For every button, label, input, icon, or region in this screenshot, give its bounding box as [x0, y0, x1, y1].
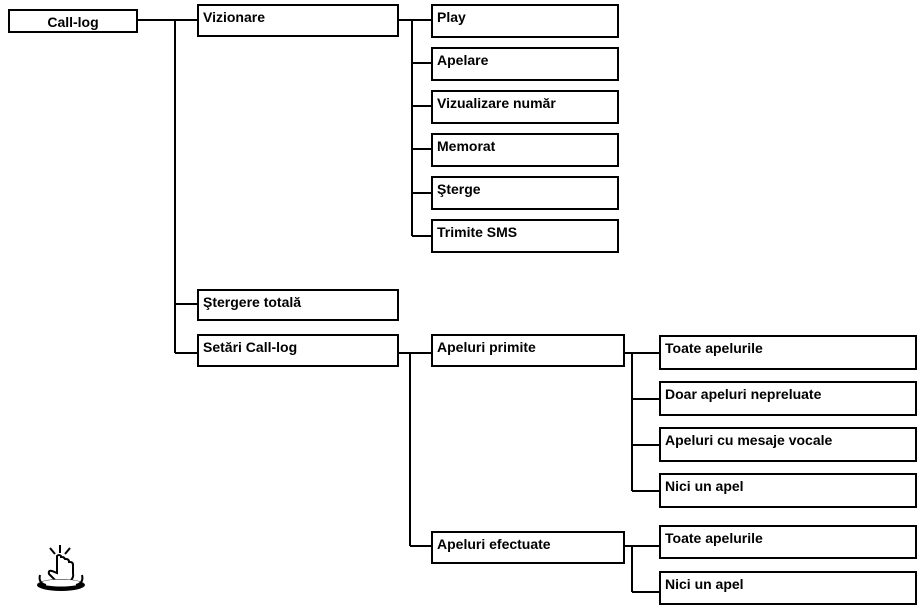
- apeluri-efectuate-node: Apeluri efectuate: [431, 531, 625, 564]
- nici-un-apel-efectuate-node: Nici un apel: [659, 571, 917, 605]
- nici-un-apel-primite-node: Nici un apel: [659, 473, 917, 508]
- stergere-totala-node: Ştergere totală: [197, 289, 399, 321]
- hand-pressing-key-icon: [37, 545, 85, 591]
- play-node: Play: [431, 4, 619, 38]
- apelare-node: Apelare: [431, 47, 619, 81]
- memorat-node: Memorat: [431, 133, 619, 167]
- apeluri-primite-node: Apeluri primite: [431, 334, 625, 367]
- sterge-node: Şterge: [431, 176, 619, 210]
- vizionare-node: Vizionare: [197, 4, 399, 37]
- vizualizare-numar-node: Vizualizare număr: [431, 90, 619, 124]
- trimite-sms-node: Trimite SMS: [431, 219, 619, 253]
- toate-apelurile-primite-node: Toate apelurile: [659, 335, 917, 370]
- doar-apeluri-nepreluate-node: Doar apeluri nepreluate: [659, 381, 917, 416]
- toate-apelurile-efectuate-node: Toate apelurile: [659, 525, 917, 559]
- apeluri-cu-mesaje-vocale-node: Apeluri cu mesaje vocale: [659, 427, 917, 462]
- call-log-root-node: Call-log: [8, 9, 138, 33]
- setari-call-log-node: Setări Call-log: [197, 334, 399, 367]
